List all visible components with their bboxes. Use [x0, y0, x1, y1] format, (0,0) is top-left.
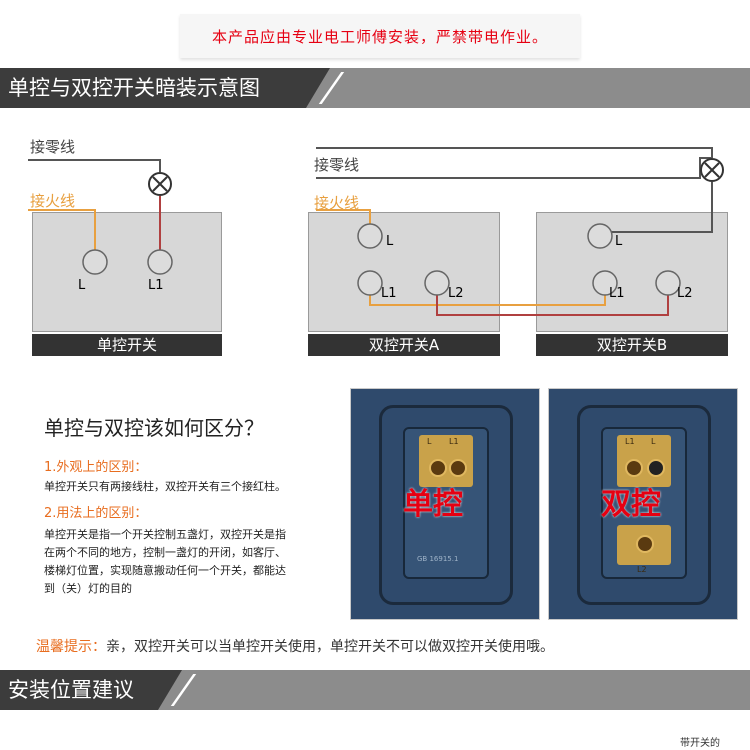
double-neutral-wire-top: [316, 157, 712, 179]
screw-icon: [625, 459, 643, 477]
mark-l2: L2: [637, 565, 647, 574]
tip-line: 温馨提示：亲，双控开关可以当单控开关使用，单控开关不可以做双控开关使用哦。: [36, 636, 554, 656]
single-switch-label: 单控开关: [32, 334, 222, 356]
double-neutral-label: 接零线: [314, 156, 360, 174]
lamp-icon-double: [700, 158, 724, 182]
a-terminal-l2: L2: [448, 286, 464, 301]
single-neutral-label: 接零线: [30, 138, 76, 156]
single-switch-panel: [32, 212, 222, 332]
screw-icon: [636, 535, 654, 553]
section-header-wiring: 单控与双控开关暗装示意图: [0, 68, 750, 108]
mark-l: L: [651, 437, 656, 446]
section-header-position: 安装位置建议: [0, 670, 750, 710]
double-lamp-to-b-wire: [600, 182, 713, 233]
difference-heading: 单控与双控该如何区分？: [44, 416, 264, 440]
usage-line: 在两个不同的地方，控制一盏灯的开闭，如客厅、: [44, 546, 286, 559]
appearance-title: 1.外观上的区别：: [44, 460, 148, 475]
section-title-position: 安装位置建议: [8, 678, 134, 702]
usage-text: 单控开关是指一个开关控制五盏灯，双控开关是指 在两个不同的地方，控制一盏灯的开闭…: [44, 526, 344, 598]
switch-frame: [577, 405, 711, 605]
double-live-label: 接火线: [314, 194, 360, 212]
usage-line: 单控开关是指一个开关控制五盏灯，双控开关是指: [44, 528, 286, 541]
bottom-snippet: 带开关的: [680, 738, 720, 749]
section-header-dark-block: [0, 670, 182, 710]
mark-l: L: [427, 437, 432, 446]
double-switch-b-label: 双控开关B: [536, 334, 728, 356]
mark-l1: L1: [449, 437, 459, 446]
a-terminal-l: L: [386, 234, 394, 249]
tip-text: 亲，双控开关可以当单控开关使用，单控开关不可以做双控开关使用哦。: [106, 639, 554, 655]
wiring-diagram: [28, 147, 724, 316]
b-terminal-l1: L1: [609, 286, 625, 301]
switch-module: L L1 GB 16915.1: [403, 427, 489, 579]
a-terminal-l1: L1: [381, 286, 397, 301]
appearance-text: 单控开关只有两接线柱，双控开关有三个接红柱。: [44, 480, 286, 493]
usage-title: 2.用法上的区别：: [44, 506, 148, 521]
double-switch-a-panel: [308, 212, 500, 332]
switch-module: L1 L L2: [601, 427, 687, 579]
single-switch-photo: L L1 GB 16915.1 单控: [350, 388, 540, 620]
lamp-icon-single: [148, 172, 172, 196]
screw-icon: [647, 459, 665, 477]
warning-box: 本产品应由专业电工师傅安装，严禁带电作业。: [180, 14, 580, 58]
section-title-wiring: 单控与双控开关暗装示意图: [8, 76, 260, 100]
usage-line: 到（关）灯的目的: [44, 582, 132, 595]
single-overlay-label: 单控: [403, 487, 463, 522]
single-terminal-l1: L1: [148, 278, 164, 293]
traveller-wire-l1: [369, 290, 606, 306]
switch-frame: [379, 405, 513, 605]
double-overlay-label: 双控: [601, 487, 661, 522]
warning-text: 本产品应由专业电工师傅安装，严禁带电作业。: [211, 27, 548, 46]
single-live-label: 接火线: [30, 192, 76, 210]
double-neutral-wire: [316, 147, 713, 158]
single-terminal-l: L: [78, 278, 86, 293]
traveller-wire-l2: [436, 290, 669, 316]
screw-icon: [449, 459, 467, 477]
double-switch-a-label: 双控开关A: [308, 334, 500, 356]
mark-l1: L1: [625, 437, 635, 446]
cert-text: GB 16915.1: [417, 555, 459, 563]
single-neutral-wire: [28, 159, 161, 172]
b-terminal-l: L: [615, 234, 623, 249]
screw-icon: [429, 459, 447, 477]
usage-line: 楼梯灯位置，实现随意搬动任何一个开关，都能达: [44, 564, 286, 577]
single-live-wire: [28, 209, 96, 255]
b-terminal-l2: L2: [677, 286, 693, 301]
double-switch-photo: L1 L L2 双控: [548, 388, 738, 620]
tip-prefix: 温馨提示：: [36, 639, 106, 655]
section-header-dark-block: [0, 68, 330, 108]
